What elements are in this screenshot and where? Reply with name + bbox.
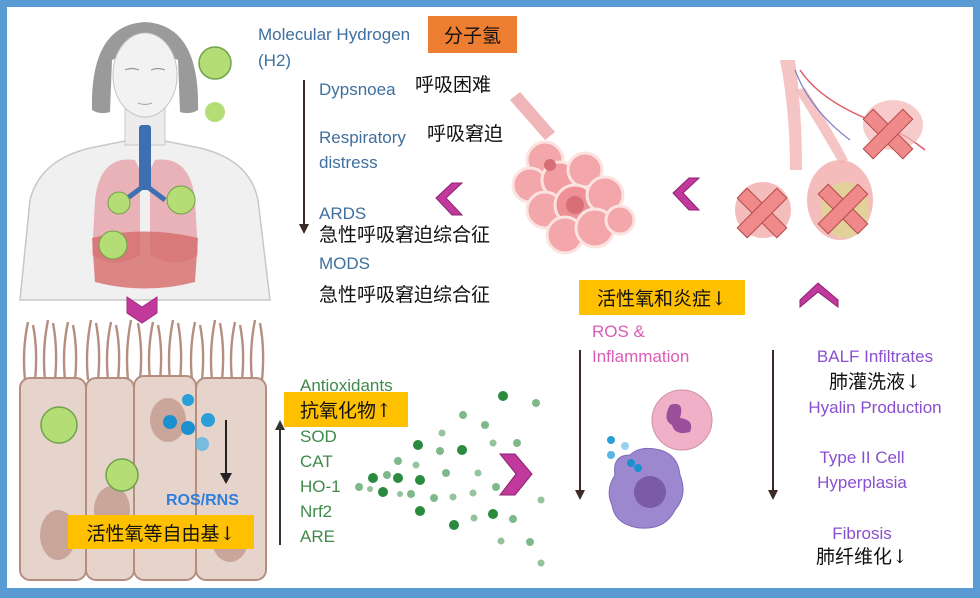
arrow-head <box>768 490 778 500</box>
ros-inflammation-zh-label: 活性氧和炎症↓ <box>579 280 745 315</box>
antioxidants-zh-label: 抗氧化物↑ <box>284 392 408 427</box>
x-mark-icon <box>817 183 869 235</box>
ros-dot <box>163 415 177 429</box>
ros-dot <box>201 413 215 427</box>
epithelial-cells <box>19 375 267 581</box>
damage-x-marks <box>736 108 914 239</box>
antioxidants-en: Antioxidants <box>300 376 393 395</box>
x-mark-icon <box>862 108 914 160</box>
ros-inflammation-en-1: ROS & <box>592 322 645 341</box>
antioxidant-item: SOD <box>300 427 337 446</box>
fibrosis-zh: 肺纤维化↓ <box>816 546 908 568</box>
ros-dot <box>182 394 194 406</box>
cilia <box>22 319 265 381</box>
type2-cell-en-1: Type II Cell <box>819 448 905 467</box>
chevron-down-icon <box>126 296 158 324</box>
molecular-hydrogen-zh-label: 分子氢 <box>428 16 517 53</box>
neutrophil-nucleus <box>666 403 692 434</box>
chevron-right-icon <box>498 453 533 496</box>
chevron-left-icon <box>672 177 701 211</box>
ros-dot <box>195 437 209 451</box>
macrophage-nucleus <box>634 476 666 508</box>
symptom-ards-en: ARDS <box>319 204 367 223</box>
antioxidant-item: ARE <box>300 527 335 546</box>
h2-bubble <box>105 458 139 492</box>
ros-rns-en: ROS/RNS <box>166 492 239 509</box>
chevron-left-icon <box>435 182 464 216</box>
h2-bubble <box>198 46 232 80</box>
healthy-alveoli <box>510 92 636 255</box>
h2-bubble <box>98 230 128 260</box>
antioxidant-item: HO-1 <box>300 477 341 496</box>
symptom-dyspnoea-zh: 呼吸困难 <box>415 74 492 96</box>
eye-left <box>124 67 140 71</box>
bronchiole <box>510 92 555 140</box>
arrow-head <box>275 420 285 430</box>
trachea <box>139 125 151 190</box>
symptom-ards-zh: 急性呼吸窘迫综合征 <box>319 224 491 246</box>
immune-cells <box>607 389 713 529</box>
symptom-respiratory-distress-zh: 呼吸窘迫 <box>427 123 504 145</box>
h2-bubble <box>205 102 225 122</box>
arrow-head <box>299 224 309 234</box>
symptom-mods-en: MODS <box>319 254 370 273</box>
hyalin-production-en: Hyalin Production <box>808 398 942 417</box>
symptom-dyspnoea-en: Dypsnoea <box>319 80 396 99</box>
symptom-respiratory-distress-en-1: Respiratory <box>319 128 406 147</box>
h2-bubble <box>40 406 78 444</box>
antioxidant-item: CAT <box>300 452 333 471</box>
type2-cell-en-2: Hyperplasia <box>817 473 907 492</box>
balf-infiltrates-zh: 肺灌洗液↓ <box>829 371 921 393</box>
face <box>112 32 178 118</box>
eye-right <box>150 67 166 71</box>
ros-dot <box>181 421 195 435</box>
diagram-frame: Molecular Hydrogen (H2) 分子氢 Dypsnoea 呼吸困… <box>7 7 973 588</box>
antioxidant-particles <box>355 391 545 567</box>
h2-bubble <box>166 185 196 215</box>
x-mark-icon <box>736 187 788 239</box>
human-figure <box>19 22 271 301</box>
mouth <box>137 102 153 106</box>
symptom-mods-zh: 急性呼吸窘迫综合征 <box>319 284 491 306</box>
ros-inflammation-en-2: Inflammation <box>592 347 690 366</box>
h2-bubble <box>107 191 131 215</box>
symptom-respiratory-distress-en-2: distress <box>319 153 378 172</box>
arrow-head <box>575 490 585 500</box>
chevron-up-icon <box>799 282 839 309</box>
fibrosis-en: Fibrosis <box>832 524 892 543</box>
hair <box>91 22 199 114</box>
ros-rns-zh-label: 活性氧等自由基↓ <box>68 515 254 549</box>
arrow-head <box>220 473 232 484</box>
nucleus <box>40 510 76 560</box>
balf-infiltrates-en: BALF Infiltrates <box>816 347 934 366</box>
molecular-hydrogen-label: Molecular Hydrogen <box>258 25 411 44</box>
h2-formula-label: (H2) <box>258 51 292 70</box>
antioxidant-item: Nrf2 <box>300 502 333 521</box>
